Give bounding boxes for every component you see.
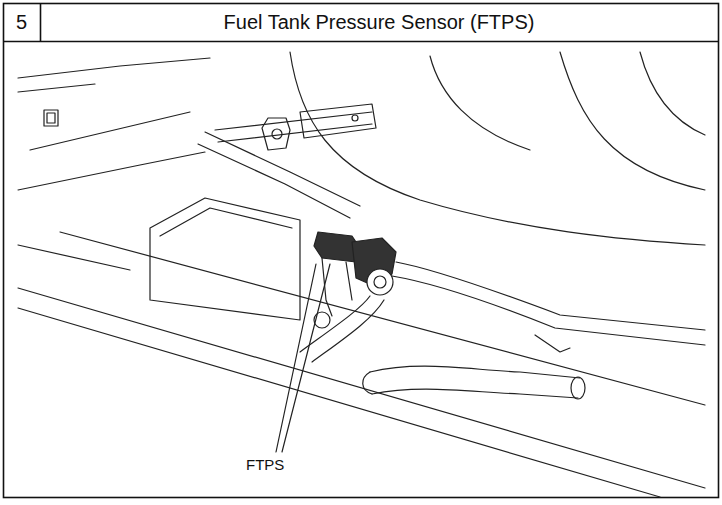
title: Fuel Tank Pressure Sensor (FTPS) — [41, 4, 717, 41]
line-drawing — [18, 52, 705, 497]
frame — [4, 4, 719, 498]
callout-number: 5 — [4, 4, 39, 41]
part-label: FTPS — [244, 456, 286, 474]
